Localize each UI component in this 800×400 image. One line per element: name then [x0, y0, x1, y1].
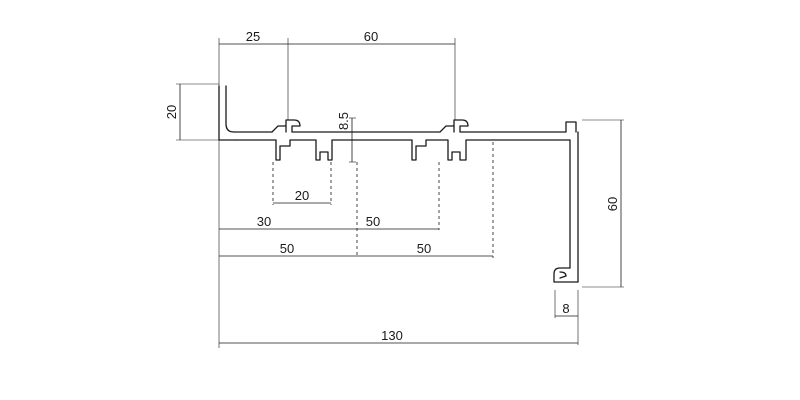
dim-label-50-lower-left: 50 [280, 241, 294, 256]
dim-label-30: 30 [257, 214, 271, 229]
dim-label-130: 130 [381, 328, 403, 343]
dimension-labels: 25 60 20 8.5 20 30 50 50 50 60 8 130 [164, 29, 620, 343]
dim-label-50-lower-right: 50 [417, 241, 431, 256]
dim-label-20-slot: 20 [295, 188, 309, 203]
dim-label-20-lip: 20 [164, 105, 179, 119]
hidden-lines [272, 142, 494, 258]
dimension-lines [179, 43, 622, 344]
dim-label-8: 8 [562, 301, 569, 316]
dim-label-60-top: 60 [364, 29, 378, 44]
dim-label-50-upper: 50 [366, 214, 380, 229]
dim-label-8-5: 8.5 [336, 112, 351, 130]
dim-label-25: 25 [246, 29, 260, 44]
dim-label-60-right: 60 [605, 197, 620, 211]
extension-lines [176, 38, 624, 348]
profile-outline [218, 85, 579, 283]
